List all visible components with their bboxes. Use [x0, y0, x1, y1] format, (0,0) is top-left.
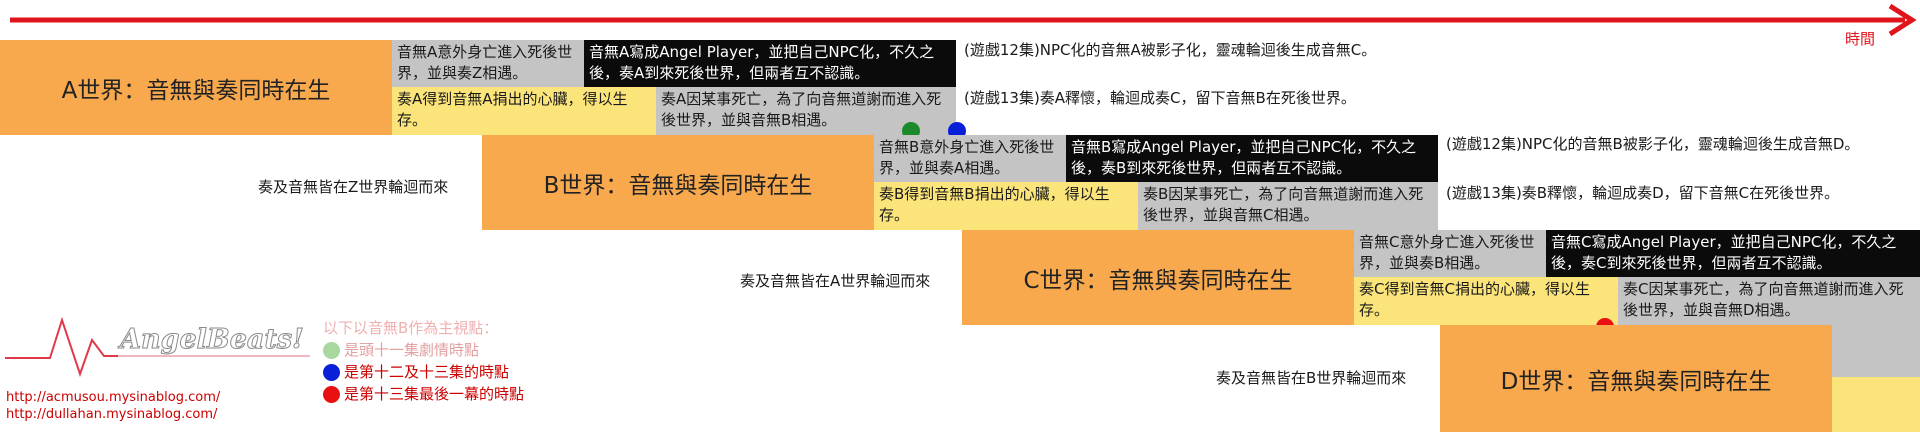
legend-label-blue: 是第十二及十三集的時點 — [344, 363, 510, 381]
world-c-title: C世界：音無與奏同時在生 — [962, 230, 1354, 325]
world-b-note-bottom: (遊戲13集)奏B釋懷，輪迴成奏D，留下音無C在死後世界。 — [1446, 184, 1840, 202]
world-d-origin: 奏及音無皆在B世界輪迴而來 — [1216, 369, 1407, 387]
world-a-black-top: 音無A寫成Angel Player，並把自己NPC化，不久之後，奏A到來死後世界… — [584, 40, 956, 87]
world-d-gray-top — [1832, 325, 1920, 377]
legend-label-red: 是第十三集最後一幕的時點 — [344, 385, 525, 403]
blog-link[interactable]: http://dullahan.mysinablog.com/ — [6, 407, 218, 422]
world-b-black-top: 音無B寫成Angel Player，並把自己NPC化，不久之後，奏B到來死後世界… — [1066, 135, 1438, 182]
world-c-gray-bottom: 奏C因某事死亡，為了向音無道謝而進入死後世界，並與音無D相遇。 — [1618, 277, 1920, 325]
legend-label-green: 是頭十一集劇情時點 — [344, 341, 480, 359]
timeline-arrow — [10, 3, 1917, 37]
blue-dot-icon — [323, 363, 340, 381]
world-d-yellow-bottom — [1832, 377, 1920, 432]
blog-link[interactable]: http://acmusou.mysinablog.com/ — [6, 390, 221, 405]
world-b-title: B世界：音無與奏同時在生 — [482, 135, 874, 230]
red-dot-icon — [323, 385, 340, 403]
angel-beats-logo: AngelBeats! — [5, 316, 310, 378]
world-b-yellow-bottom: 奏B得到音無B捐出的心臟，得以生存。 — [874, 182, 1138, 230]
world-a-title: A世界：音無與奏同時在生 — [0, 40, 392, 135]
world-b-gray-bottom: 奏B因某事死亡，為了向音無道謝而進入死後世界，並與音無C相遇。 — [1138, 182, 1438, 230]
world-b-gray-top: 音無B意外身亡進入死後世界，並與奏A相遇。 — [874, 135, 1066, 182]
legend-item: 是第十三集最後一幕的時點 — [323, 383, 524, 405]
world-c-gray-top: 音無C意外身亡進入死後世界，並與奏B相遇。 — [1354, 230, 1546, 277]
world-b-note-top: (遊戲12集)NPC化的音無B被影子化，靈魂輪迴後生成音無D。 — [1446, 135, 1860, 153]
world-a-gray-top: 音無A意外身亡進入死後世界，並與奏Z相遇。 — [392, 40, 584, 87]
logo-text: AngelBeats! — [117, 324, 304, 355]
world-d-title: D世界：音無與奏同時在生 — [1440, 325, 1832, 432]
world-c-origin: 奏及音無皆在A世界輪迴而來 — [740, 272, 931, 290]
world-c-yellow-bottom: 奏C得到音無C捐出的心臟，得以生存。 — [1354, 277, 1618, 325]
legend-item: 是頭十一集劇情時點 — [323, 339, 479, 361]
timeline-label: 時間 — [1845, 30, 1876, 48]
world-a-yellow-bottom: 奏A得到音無A捐出的心臟，得以生存。 — [392, 87, 656, 135]
world-a-note-bottom: (遊戲13集)奏A釋懷，輪迴成奏C，留下音無B在死後世界。 — [964, 89, 1356, 107]
green-dot-icon — [323, 341, 340, 359]
legend-heading: 以下以音無B作為主視點： — [323, 319, 499, 337]
world-b-origin: 奏及音無皆在Z世界輪迴而來 — [258, 178, 449, 196]
world-a-note-top: (遊戲12集)NPC化的音無A被影子化，靈魂輪迴後生成音無C。 — [964, 41, 1377, 59]
legend-item: 是第十二及十三集的時點 — [323, 361, 509, 383]
world-c-black-top: 音無C寫成Angel Player，並把自己NPC化，不久之後，奏C到來死後世界… — [1546, 230, 1920, 277]
